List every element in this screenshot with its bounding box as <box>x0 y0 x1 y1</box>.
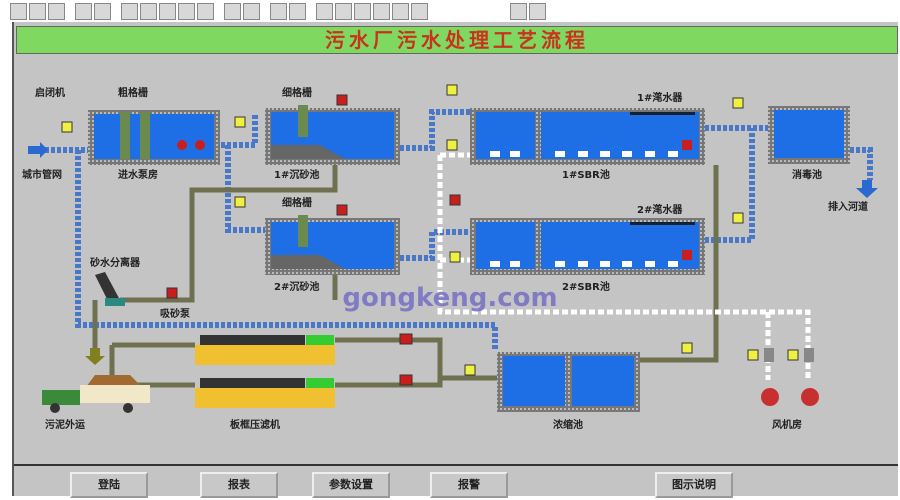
preview-icon[interactable] <box>94 3 111 20</box>
label-thickener: 浓缩池 <box>553 418 583 431</box>
tools-icon[interactable] <box>224 3 241 20</box>
cut-icon[interactable] <box>121 3 138 20</box>
help-icon[interactable] <box>529 3 546 20</box>
label-gate: 启闭机 <box>35 86 65 99</box>
pump-house-tank <box>88 110 220 165</box>
filter-press-1 <box>195 335 335 365</box>
label-fine-screen-1: 细格栅 <box>282 86 312 99</box>
truck-icon <box>42 375 150 413</box>
disinfection-tank <box>768 106 850 164</box>
label-pump-house: 进水泵房 <box>118 168 158 181</box>
open-icon[interactable] <box>10 3 27 20</box>
label-sludge-out: 污泥外运 <box>45 418 85 431</box>
label-river: 排入河道 <box>828 200 868 213</box>
process-diagram: gongkeng.com 启闭机 粗格栅 城市管网 进水泵房 细格栅 1#沉砂池… <box>22 84 878 431</box>
aerators <box>490 151 678 267</box>
inlet-arrow-icon <box>28 142 48 158</box>
red-valve-icons <box>166 94 461 386</box>
config-icon[interactable] <box>392 3 409 20</box>
align6-icon[interactable] <box>373 3 390 20</box>
legend-button[interactable]: 图示说明 <box>655 472 733 498</box>
blue-pipes <box>45 109 873 350</box>
label-disinfection: 消毒池 <box>792 168 822 181</box>
outlet-arrow-icon <box>856 180 878 198</box>
print-icon[interactable] <box>75 3 92 20</box>
check-icon[interactable] <box>411 3 428 20</box>
sludge-pipes <box>92 165 719 388</box>
label-blower-room: 风机房 <box>772 418 802 431</box>
save-icon[interactable] <box>29 3 46 20</box>
sand-separator-icon <box>95 272 125 306</box>
label-city-pipe: 城市管网 <box>22 168 62 181</box>
label-sbr-1: 1#SBR池 <box>562 168 610 181</box>
blower-icon <box>761 348 819 406</box>
copy-icon[interactable] <box>140 3 157 20</box>
alarm-button[interactable]: 报警 <box>430 472 508 498</box>
grit-chamber-2 <box>265 215 400 275</box>
label-coarse-screen: 粗格栅 <box>118 86 148 99</box>
watermark: gongkeng.com <box>342 283 557 313</box>
report-button[interactable]: 报表 <box>200 472 278 498</box>
label-grit-2: 2#沉砂池 <box>274 280 319 293</box>
redo-icon[interactable] <box>197 3 214 20</box>
divider <box>14 464 898 466</box>
undo-icon[interactable] <box>178 3 195 20</box>
label-fine-screen-2: 细格栅 <box>282 196 312 209</box>
align2-icon[interactable] <box>289 3 306 20</box>
sludge-down-arrow-icon <box>85 348 105 365</box>
disk-icon[interactable] <box>48 3 65 20</box>
label-decanter-1: 1#滗水器 <box>637 91 683 104</box>
align5-icon[interactable] <box>354 3 371 20</box>
align4-icon[interactable] <box>335 3 352 20</box>
window-icon[interactable] <box>243 3 260 20</box>
label-separator: 砂水分离器 <box>89 256 141 269</box>
page-title: 污水厂污水处理工艺流程 <box>16 26 898 54</box>
process-panel: 污水厂污水处理工艺流程 登陆 报表 参数设置 报警 图示说明 <box>12 22 898 498</box>
login-button[interactable]: 登陆 <box>70 472 148 498</box>
label-decanter-2: 2#滗水器 <box>637 203 683 216</box>
paste-icon[interactable] <box>159 3 176 20</box>
align3-icon[interactable] <box>316 3 333 20</box>
label-filter-press: 板框压滤机 <box>230 418 280 431</box>
label-grit-1: 1#沉砂池 <box>274 168 319 181</box>
parameter-settings-button[interactable]: 参数设置 <box>312 472 390 498</box>
thickener-tank <box>497 352 640 412</box>
label-sbr-2: 2#SBR池 <box>562 280 610 293</box>
label-sand-pump: 吸砂泵 <box>160 307 191 320</box>
yellow-valve-icons <box>61 84 799 376</box>
toolbar <box>10 3 546 21</box>
align-icon[interactable] <box>270 3 287 20</box>
export-icon[interactable] <box>510 3 527 20</box>
filter-press-2 <box>195 378 335 408</box>
grit-chamber-1 <box>265 105 400 165</box>
